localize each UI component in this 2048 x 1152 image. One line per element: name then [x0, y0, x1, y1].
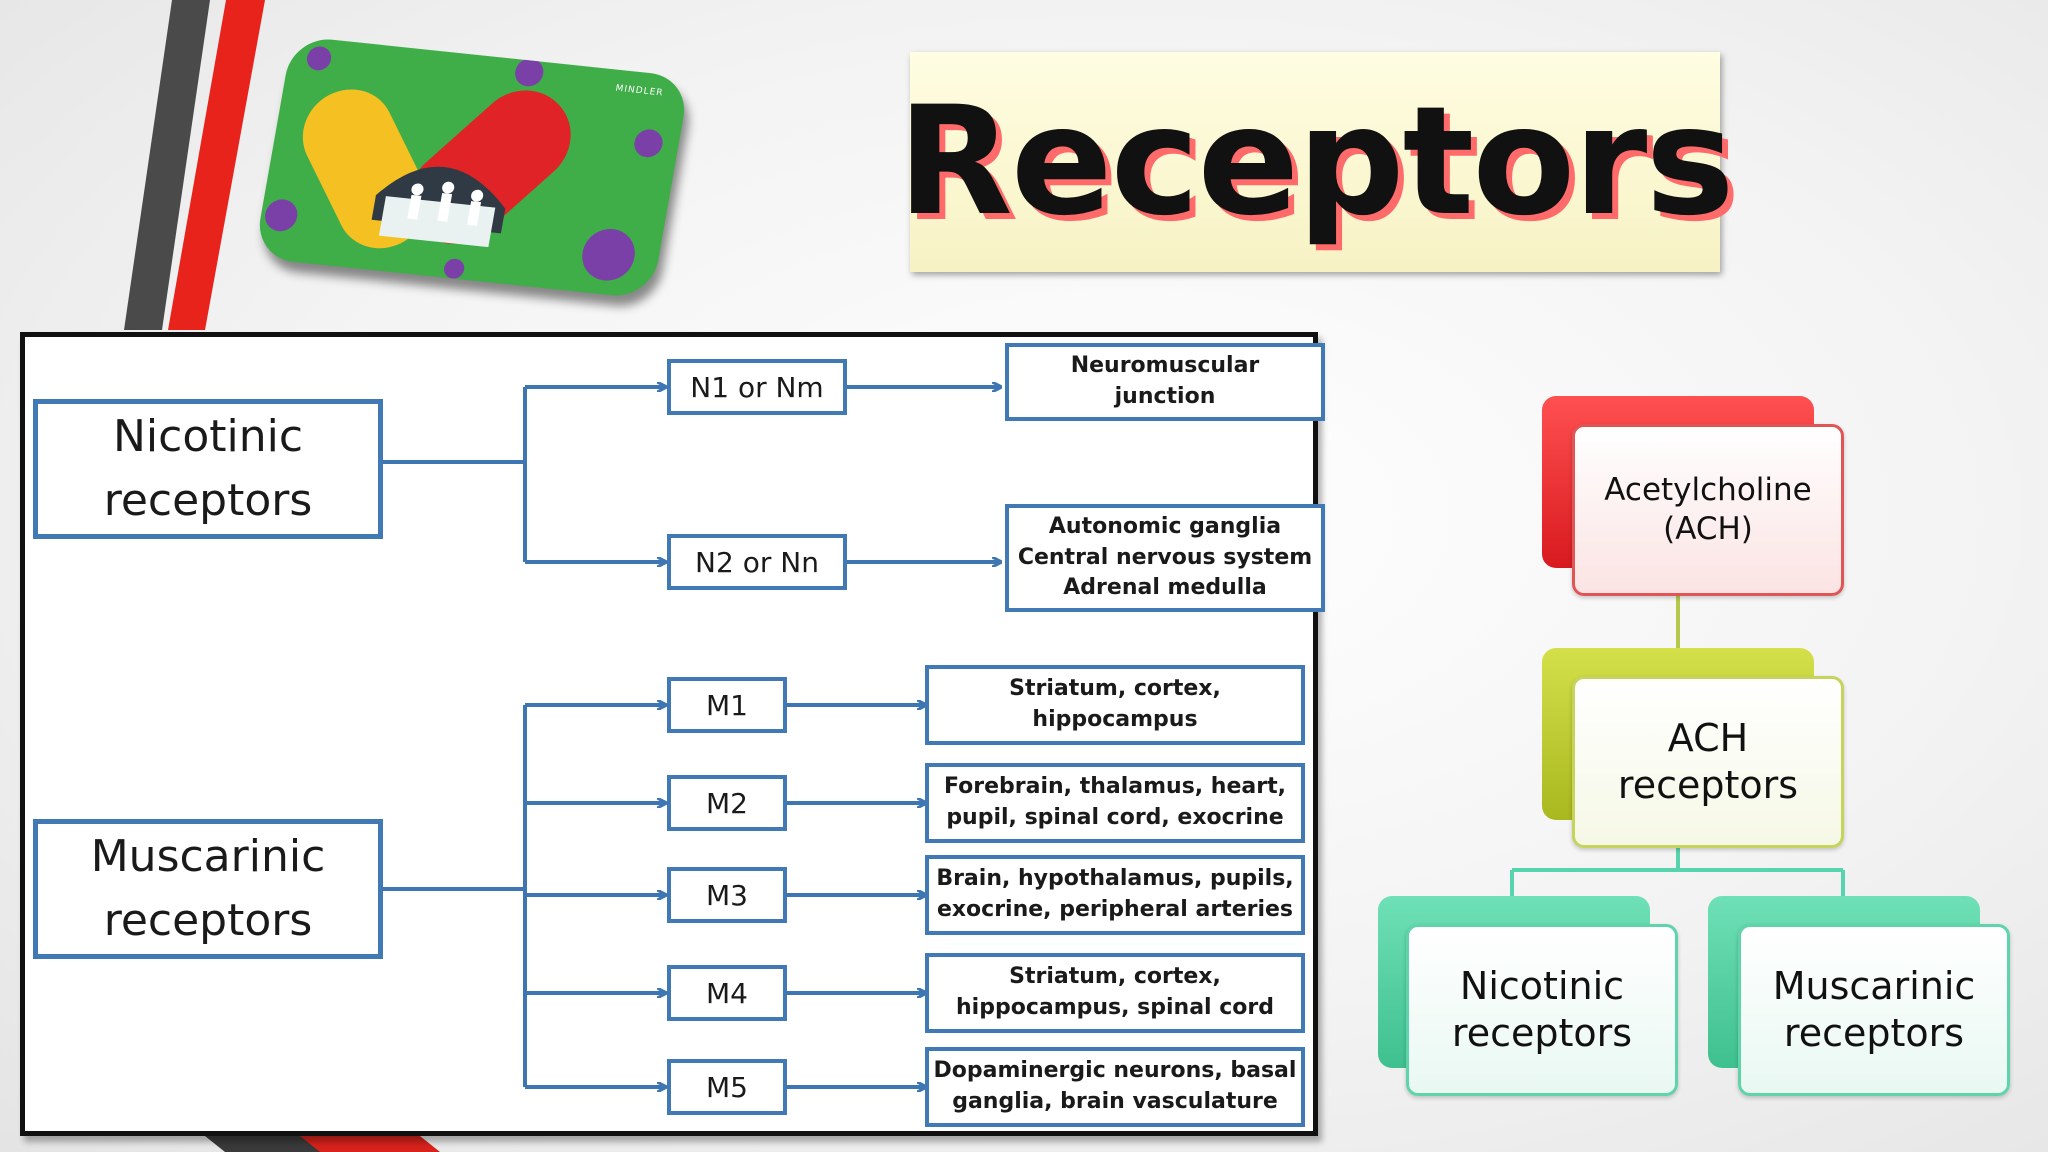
- subtype-code: M2: [706, 786, 748, 820]
- nicotinic-receptors-box: Nicotinic receptors: [33, 399, 383, 539]
- subtype-box-n1: N1 or Nm: [667, 359, 847, 415]
- location-box-m4: Striatum, cortex, hippocampus, spinal co…: [925, 953, 1305, 1033]
- location-text: Brain, hypothalamus, pupils, exocrine, p…: [936, 866, 1294, 922]
- title-box: Receptors: [897, 52, 1735, 272]
- location-text: Striatum, cortex, hippocampus, spinal co…: [956, 964, 1274, 1020]
- location-text: Forebrain, thalamus, heart, pupil, spina…: [944, 774, 1286, 830]
- location-text: Neuromuscular junction: [1070, 353, 1260, 409]
- subtype-code: M5: [706, 1070, 748, 1104]
- subtype-box-m1: M1: [667, 677, 787, 733]
- subtype-box-m5: M5: [667, 1059, 787, 1115]
- location-text: Autonomic ganglia Central nervous system…: [1017, 513, 1313, 601]
- ach-receptors-label: ACH receptors: [1617, 715, 1799, 808]
- subtype-code: N1 or Nm: [690, 370, 824, 404]
- ach-receptors-node: ACH receptors: [1572, 676, 1844, 848]
- subtype-code: M4: [706, 976, 748, 1010]
- muscarinic-receptors-box: Muscarinic receptors: [33, 819, 383, 959]
- subtype-box-m3: M3: [667, 867, 787, 923]
- location-box-m3: Brain, hypothalamus, pupils, exocrine, p…: [925, 855, 1305, 935]
- logo-card: MINDLER: [253, 35, 691, 300]
- subtype-box-m4: M4: [667, 965, 787, 1021]
- location-box-m1: Striatum, cortex, hippocampus: [925, 665, 1305, 745]
- nicotinic-receptors-label: Nicotinic receptors: [103, 411, 313, 526]
- subtype-code: M1: [706, 688, 748, 722]
- location-box-n2: Autonomic ganglia Central nervous system…: [1005, 504, 1325, 612]
- acetylcholine-node: Acetylcholine (ACH): [1572, 424, 1844, 596]
- location-text: Dopaminergic neurons, basal ganglia, bra…: [933, 1058, 1297, 1114]
- page-title: Receptors: [897, 75, 1734, 249]
- location-text: Striatum, cortex, hippocampus: [1009, 676, 1221, 732]
- diagram-connectors: [380, 337, 1313, 1131]
- subtype-box-n2: N2 or Nn: [667, 534, 847, 590]
- muscarinic-node: Muscarinic receptors: [1738, 924, 2010, 1096]
- nicotinic-node-label: Nicotinic receptors: [1451, 963, 1633, 1056]
- receptor-subtype-diagram: Nicotinic receptors Muscarinic receptors…: [20, 332, 1325, 1136]
- muscarinic-receptors-label: Muscarinic receptors: [90, 831, 326, 946]
- location-box-n1: Neuromuscular junction: [1005, 343, 1325, 421]
- muscarinic-node-label: Muscarinic receptors: [1772, 963, 1976, 1056]
- location-box-m2: Forebrain, thalamus, heart, pupil, spina…: [925, 763, 1305, 843]
- subtype-code: M3: [706, 878, 748, 912]
- location-box-m5: Dopaminergic neurons, basal ganglia, bra…: [925, 1047, 1305, 1127]
- capsule-heart-icon: [265, 46, 663, 281]
- subtype-box-m2: M2: [667, 775, 787, 831]
- nicotinic-node: Nicotinic receptors: [1406, 924, 1678, 1096]
- subtype-code: N2 or Nn: [695, 545, 819, 579]
- acetylcholine-label: Acetylcholine (ACH): [1604, 472, 1812, 547]
